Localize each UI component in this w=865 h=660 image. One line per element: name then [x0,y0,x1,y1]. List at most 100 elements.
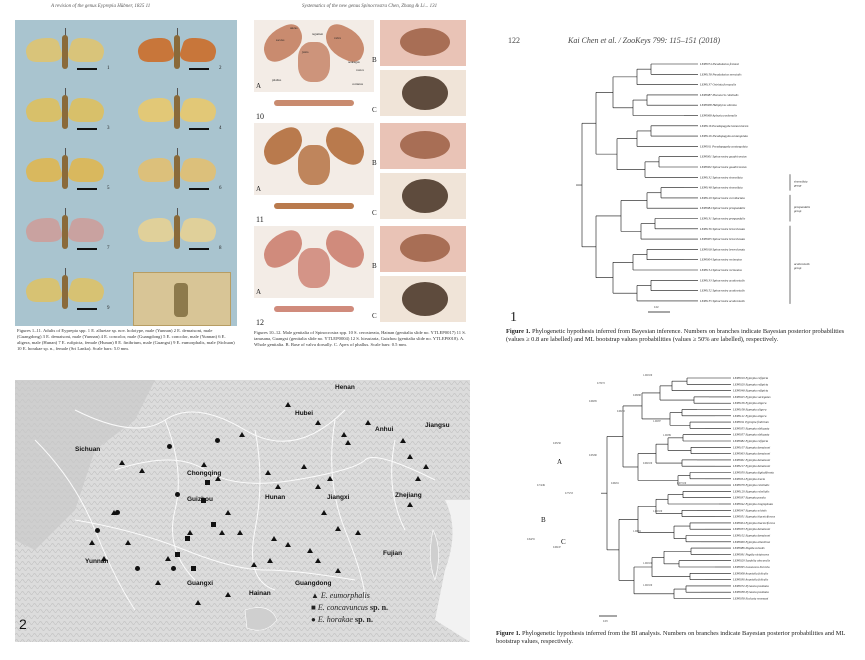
moth-scale-bar [77,128,97,130]
map-region-label: Guangdong [295,580,332,587]
phallus-shape [274,306,354,312]
tree2-caption-text: Phylogenetic hypothesis inferred from th… [496,630,846,646]
branch-support-value: 0.99/100 [643,462,653,465]
tree-branches [576,63,698,302]
tree-taxon-label: LEP0029 Saxdolia obscuralis [732,559,771,563]
map-relief [15,380,470,642]
apex-structure [402,76,448,110]
moth-body [174,215,180,249]
phallus-apex-closeup [380,276,466,322]
phallus-view [274,302,354,316]
tree-taxon-label: LEP0095 Loxoneura bicnicla [732,565,770,569]
genitalia-sublabel: A [256,185,262,193]
genitalia-annotation: cornutus [352,82,363,86]
genitalia-sublabel: B [372,262,377,270]
branch-support-value: 1.00/97 [653,420,662,423]
taiwan-island [430,529,439,581]
eumorphalis-locality-marker [423,464,429,469]
tree-taxon-label: LEP0072 Pyrausta postmata [732,584,769,588]
eumorphalis-locality-marker [365,420,371,425]
branch-support-value: 1.00/99 [663,434,672,437]
genitalia-whole-view [254,123,374,195]
phallus-apex-closeup [380,70,466,116]
moth-body [62,95,68,129]
tree-taxon-label: LEP0008 Haliphyras abrotea [699,103,737,107]
western-highlands-shade [15,380,155,550]
map-region-label: Anhui [375,426,394,433]
moth-page-header: A revision of the genus Eyprepia Hübner,… [51,4,151,9]
legend-species-suffix: sp. n. [368,603,389,612]
genitalia-annotation: vesica [356,68,364,72]
phallus-shape [274,203,354,209]
tree-taxon-label: LEP0129 Spinocrostra curviductata [699,196,745,200]
genitalia-annotation: tegumen [312,32,323,36]
tree-taxon-label: LEP0036 Anantolia felicalis [732,578,769,582]
map-region-label: Jiangsu [425,422,450,429]
tree-taxon-label: LEP0133 Spinocrostra acuticostalis [699,278,746,282]
eumorphalis-locality-marker [101,556,107,561]
horakae-locality-marker [135,566,140,571]
map-region-label: Henan [335,384,355,391]
branch-support-value: 0.95/60 [589,454,598,457]
eumorphalis-locality-marker [251,562,257,567]
tree1-figure-number: 1 [510,310,517,325]
tree-taxon-label: LEP0063 Eyprepia demaisoni [732,452,770,456]
moth-left-wing [21,158,65,182]
tree-taxon-label: LEP0005 Spinocrostra breveclavata [699,237,745,241]
map-region-label: Guizhou [187,496,213,503]
tree-taxon-label: LEP0011 Eyprepia finibrium [732,420,770,424]
eumorphalis-locality-marker [321,510,327,515]
moth-specimen-photo [133,272,231,326]
map-region-label: Jiangxi [327,494,350,501]
branch-support-value: 0.75/53 [565,492,574,495]
map-region-label: Yunnan [85,558,109,565]
tree2-caption: Figure 1. Phylogenetic hypothesis inferr… [496,630,846,647]
tree1-scale-label: 0.02 [654,306,659,309]
phallus-view [274,96,354,110]
tree-taxon-label: LEP0061 Eyprepia demaisoni [732,458,770,462]
genitalia-annotation: valva [334,36,341,40]
moth-scale-bar [189,188,209,190]
map-region-label: Hunan [265,494,286,501]
moth-antenna [177,148,178,156]
clade-group-label: group [794,183,802,187]
eumorphalis-locality-marker [315,558,321,563]
eumorphalis-locality-marker [400,438,406,443]
eumorphalis-locality-marker [345,440,351,445]
tree-taxon-label: LEP0131 Spinocrostra prospandalis [699,217,746,221]
moth-right-wing [65,98,109,122]
horakae-locality-marker [171,566,176,571]
moth-antenna [177,208,178,216]
genitalia-figure-number: 12 [256,318,264,327]
tree-taxon-label: LEP0019 Eyprepia rufipicta [732,376,769,380]
tree-taxon-label: LEP0102 Eyprepia demaisoni [732,534,770,538]
concavuncus-locality-marker [185,536,190,541]
sea-area [435,500,470,642]
moth-figure-number: 3 [107,126,110,131]
tree-taxon-label: LEP0020 Eyprepia rufipicta [732,382,769,386]
genitalia-center [298,248,330,288]
tree-taxon-label: LEP0074 Pseudolasius festonsi [699,62,739,66]
moth-specimen [133,28,221,72]
eumorphalis-locality-marker [307,548,313,553]
moth-scale-bar [189,248,209,250]
map-region-label: Zhejiang [395,492,422,499]
tree-taxon-label: LEP0132 Spinocrostra sinensilata [699,175,743,179]
eumorphalis-locality-marker [271,536,277,541]
eumorphalis-locality-marker [301,464,307,469]
moth-specimen [21,268,109,312]
map-region-label: Guangxi [187,580,214,587]
tree-taxon-label: LEP0152 Spinocrostra acuticostalis [699,289,746,293]
apex-structure [402,282,448,316]
moth-body [62,35,68,69]
genitalia-caption: Figures 10–12. Male genitalia of Spinocr… [254,330,466,347]
branch-support-value: 0.97/100 [677,482,687,485]
map-legend-item: ● E. horakae sp. n. [311,614,388,626]
moth-body [62,215,68,249]
map-figure-number: 2 [19,616,27,632]
map-region-label: Hubei [295,410,314,417]
tree-taxon-label: LEP0037 Eyprepia pusula [732,496,766,500]
genitalia-sublabel: C [372,106,377,114]
closeup-structure [400,234,450,262]
